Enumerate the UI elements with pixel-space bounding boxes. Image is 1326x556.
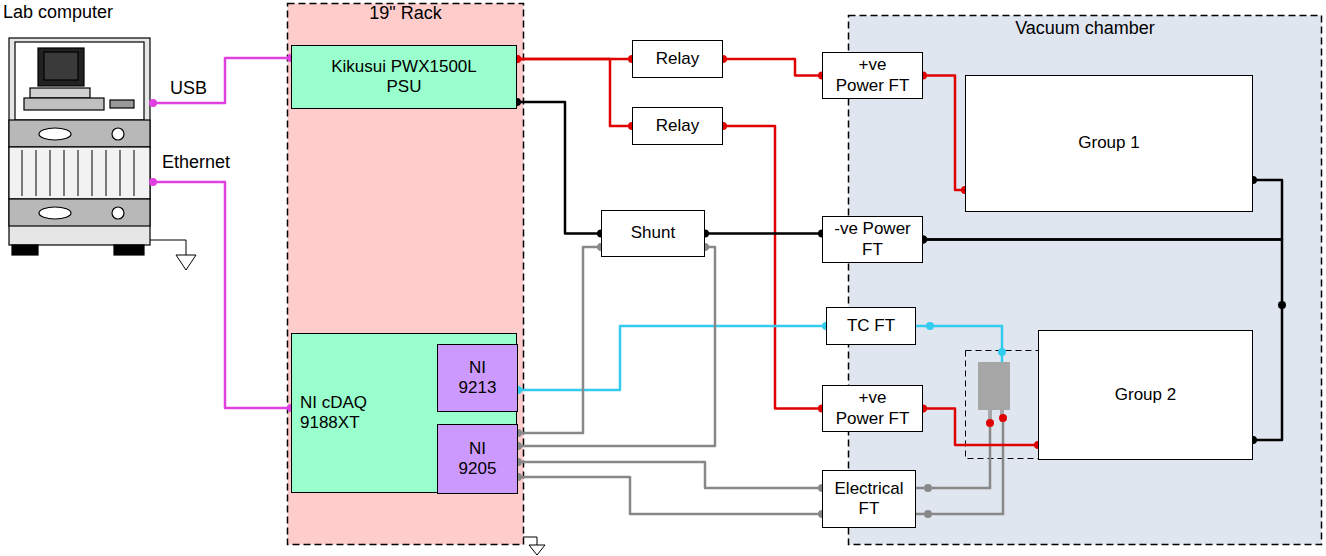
slot-line xyxy=(78,150,79,196)
link-label: Ethernet xyxy=(160,152,232,173)
node-label: +ve Power FT xyxy=(833,55,913,96)
terminal-dot xyxy=(986,419,994,427)
wire-line xyxy=(923,76,965,191)
wire-connector xyxy=(514,322,830,394)
slot-line xyxy=(36,150,37,196)
wire-line xyxy=(723,59,822,76)
feedthrough-box: -ve Power FT xyxy=(822,216,923,263)
terminal-dot xyxy=(924,484,932,492)
daq-module-box: NI 9205 xyxy=(437,424,518,494)
node-label: TC FT xyxy=(847,316,895,336)
terminal-dot xyxy=(924,510,932,518)
terminal-dot xyxy=(999,414,1007,422)
signal-wire xyxy=(916,422,990,488)
feedthrough-box: TC FT xyxy=(826,307,916,345)
power-supply-box: Kikusui PWX1500L PSU xyxy=(291,45,517,109)
frame-title: 19" Rack xyxy=(369,3,441,25)
daq-module-box: NI 9213 xyxy=(437,344,518,412)
wire-connector xyxy=(514,243,715,450)
slot-line xyxy=(64,150,65,196)
ground-symbol xyxy=(150,240,196,270)
wire-connector xyxy=(513,98,605,238)
computer-icon xyxy=(9,38,150,255)
wire-connector xyxy=(514,458,826,492)
wire-connector xyxy=(719,55,826,80)
wire-connector xyxy=(701,230,826,238)
node-label: NI 9205 xyxy=(459,439,497,480)
wire-line xyxy=(517,102,601,234)
wire-connector xyxy=(149,54,295,107)
feedthrough-box: Electrical FT xyxy=(822,470,916,528)
heater-group-box: Group 1 xyxy=(965,75,1253,212)
wire-line xyxy=(923,409,1038,446)
wire-connector xyxy=(919,72,969,195)
wire-line xyxy=(723,126,822,409)
wire-line xyxy=(705,232,822,235)
computer-slots xyxy=(22,150,134,196)
terminal-dot xyxy=(149,178,157,186)
slot-line xyxy=(134,150,135,196)
heater-group-box: Group 2 xyxy=(1038,330,1253,460)
node-label: Relay xyxy=(656,49,699,69)
slot-line xyxy=(92,150,93,196)
wire-line xyxy=(518,477,822,514)
feedthrough-box: +ve Power FT xyxy=(822,52,923,99)
link-label: USB xyxy=(168,78,209,99)
slot-line xyxy=(120,150,121,196)
rack-frame: 19" RackKikusui PWX1500L PSU NI cDAQ 9188… xyxy=(287,3,524,545)
ground-symbol xyxy=(523,537,545,555)
wire-connector xyxy=(513,55,636,130)
wire-line xyxy=(518,326,826,390)
wire-line xyxy=(153,58,291,103)
node-label: Relay xyxy=(656,116,699,136)
wire-connector xyxy=(149,178,295,412)
junction-dot xyxy=(1278,301,1286,309)
terminal-dot xyxy=(926,322,934,330)
node-label: NI cDAQ 9188XT xyxy=(300,393,400,434)
node-label: +ve Power FT xyxy=(833,388,913,429)
sensor-block xyxy=(978,362,1010,410)
wire-connector xyxy=(919,405,1042,450)
wire-line xyxy=(518,462,822,488)
frame-title: Vacuum chamber xyxy=(1015,18,1155,40)
wire-line xyxy=(518,247,601,433)
slot-line xyxy=(22,150,23,196)
node-label: Electrical FT xyxy=(835,479,904,520)
wire-line xyxy=(518,247,715,446)
rack-outline xyxy=(288,4,524,545)
node-label: Group 1 xyxy=(1078,133,1139,153)
node-label: Kikusui PWX1500L PSU xyxy=(329,57,479,98)
computer-node: Lab computer xyxy=(3,2,153,252)
wire-connector xyxy=(514,473,826,518)
terminal-dot xyxy=(149,99,157,107)
shunt-box: Shunt xyxy=(601,210,705,257)
node-label: Shunt xyxy=(631,223,675,243)
wire-connector xyxy=(719,122,826,413)
wire-connector xyxy=(514,243,605,437)
wire-line xyxy=(153,182,291,408)
node-label: Lab computer xyxy=(3,2,113,24)
thermocouple-wire xyxy=(916,326,1002,362)
terminal-dot xyxy=(998,348,1006,356)
signal-wire xyxy=(916,422,1003,514)
relay-box: Relay xyxy=(632,107,723,145)
node-label: NI 9213 xyxy=(459,358,497,399)
relay-box: Relay xyxy=(632,40,723,78)
slot-line xyxy=(50,150,51,196)
wire-line xyxy=(517,59,632,126)
node-label: Group 2 xyxy=(1115,385,1176,405)
feedthrough-box: +ve Power FT xyxy=(822,385,923,432)
daq-chassis-box: NI cDAQ 9188XT NI 9213 NI 9205 xyxy=(291,333,517,493)
node-label: -ve Power FT xyxy=(833,219,913,260)
slot-line xyxy=(106,150,107,196)
